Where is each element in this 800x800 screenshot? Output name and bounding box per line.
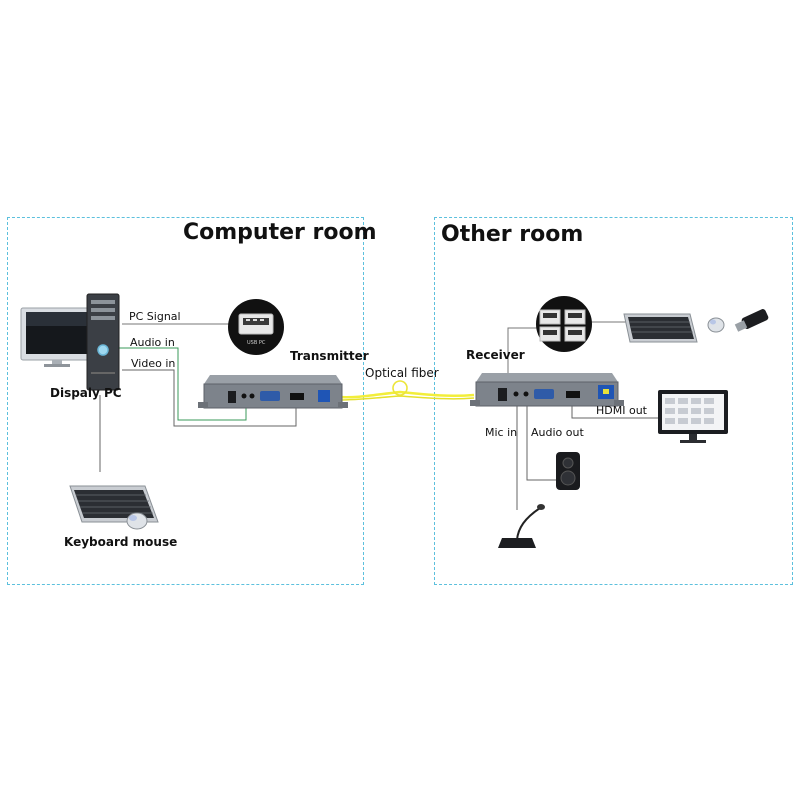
optical-fiber-label: Optical fiber <box>365 366 439 380</box>
computer-room-title: Computer room <box>183 220 377 245</box>
usb-port-icon <box>228 299 284 355</box>
pc-label: PC <box>104 386 122 400</box>
video-in-label: Video in <box>131 357 176 370</box>
usb-dual-port-icon <box>536 296 592 352</box>
receiver-device-icon <box>470 373 624 407</box>
audio-in-label: Audio in <box>130 336 175 349</box>
other-room-title: Other room <box>441 222 584 247</box>
hdmi-out-label: HDMI out <box>596 404 647 417</box>
usb-port-text: USB PC <box>247 340 266 346</box>
transmitter-label: Transmitter <box>290 349 369 363</box>
microphone-icon <box>498 504 545 548</box>
signal-lines <box>99 321 658 510</box>
desktop-computer-icon <box>20 293 120 391</box>
keyboard-icon <box>623 313 698 343</box>
optical-fiber-cable <box>337 380 475 401</box>
speaker-icon <box>556 452 580 490</box>
usb-stick-icon <box>734 309 769 332</box>
mic-in-label: Mic in <box>485 426 518 439</box>
pc-signal-label: PC Signal <box>129 310 181 323</box>
receiver-label: Receiver <box>466 348 525 362</box>
mouse-icon <box>126 512 148 530</box>
transmitter-device-icon <box>198 375 348 409</box>
mouse-icon <box>707 317 725 333</box>
keyboard-mouse-label: Keyboard mouse <box>64 535 178 549</box>
display-label: Dispaly <box>50 386 100 400</box>
other-room-frame <box>434 217 793 585</box>
audio-out-label: Audio out <box>531 426 584 439</box>
monitor-icon <box>658 390 728 443</box>
computer-room-frame <box>7 217 364 585</box>
